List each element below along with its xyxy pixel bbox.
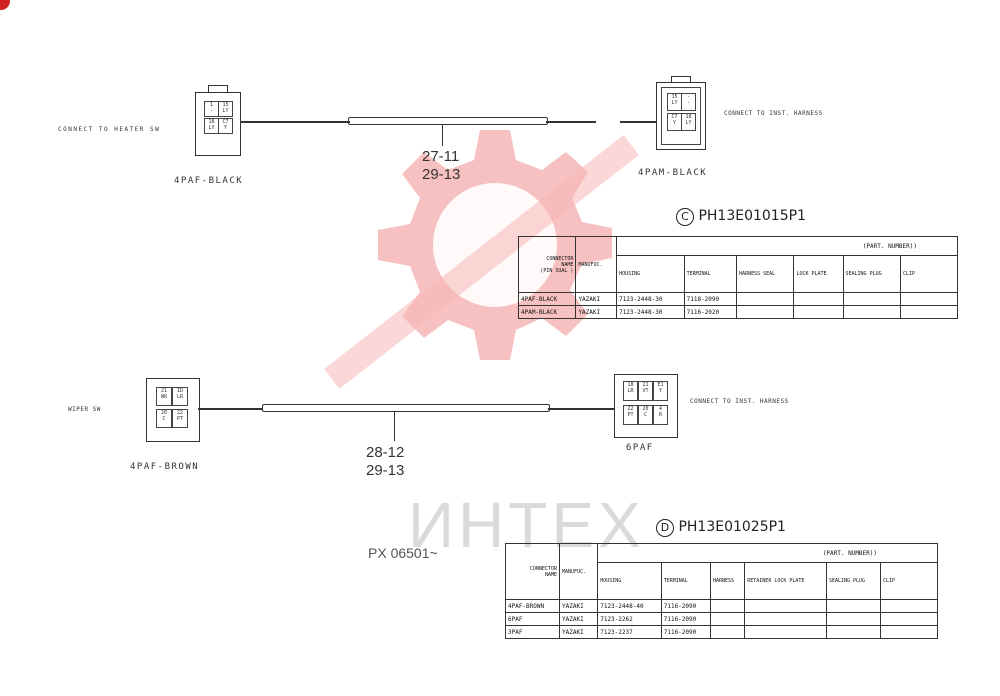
col-terminal: TERMINAL	[683, 255, 738, 293]
lower-right-note: CONNECT TO INST. HARNESS	[690, 398, 789, 405]
col-lock: LOCK PLATE	[793, 255, 844, 293]
col-sealing: SEALING PLUG	[842, 255, 901, 293]
upper-wire	[240, 121, 350, 123]
pin-cell: --	[681, 93, 696, 111]
upper-wire	[546, 121, 596, 123]
upper-wire-number: 27-11 29-13	[422, 148, 461, 183]
col-clip: CLIP	[900, 255, 958, 293]
col-lock: RETAINER LOCK PLATE	[744, 562, 827, 600]
lower-wire	[548, 408, 614, 410]
upper-right-note: CONNECT TO INST. HARNESS	[724, 110, 823, 117]
lower-right-connector-name: 6PAF	[626, 443, 654, 453]
lower-left-connector-name: 4PAF-BROWN	[130, 462, 200, 472]
connector-latch-icon	[671, 76, 691, 82]
col-manuf: MANUFUC.	[559, 543, 599, 600]
lower-wire-number: 28-12 29-13	[366, 444, 405, 479]
upper-right-connector-name: 4PAM-BLACK	[638, 168, 708, 178]
col-sealing: SEALING PLUG	[825, 562, 882, 600]
col-harness: HARNESS	[709, 562, 746, 600]
circled-letter-d: D	[656, 519, 674, 537]
upper-wire	[620, 121, 656, 123]
col-harness: HARNESS SEAL	[736, 255, 795, 293]
col-clip: CLIP	[880, 562, 938, 600]
part-number-header: (PART. NUMBER))	[616, 236, 958, 256]
lower-wire	[198, 408, 262, 410]
upper-left-note: CONNECT TO HEATER SW	[58, 126, 161, 133]
lower-harness-tube	[262, 404, 550, 412]
upper-wire-leader	[442, 124, 444, 146]
lower-wire-leader	[394, 411, 396, 441]
pin-cell: 1-	[204, 101, 219, 117]
upper-left-connector-name: 4PAF-BLACK	[174, 176, 244, 186]
upper-harness-tube	[348, 117, 548, 125]
col-manuf: MANUFUC.	[575, 236, 618, 293]
table-c-title: C PH13E01015P1	[676, 208, 806, 226]
lower-left-note: WIPER SW	[68, 406, 101, 413]
connector-latch-icon	[208, 85, 228, 92]
col-terminal: TERMINAL	[660, 562, 712, 600]
px-note: PX 06501~	[368, 545, 438, 561]
col-housing: HOUSING	[597, 562, 662, 600]
part-number-header: (PART. NUMBER))	[597, 543, 938, 563]
corner-badge	[0, 0, 10, 10]
table-d-title: D PH13E01025P1	[656, 519, 786, 537]
circled-letter-c: C	[676, 208, 694, 226]
col-housing: HOUSING	[616, 255, 685, 293]
